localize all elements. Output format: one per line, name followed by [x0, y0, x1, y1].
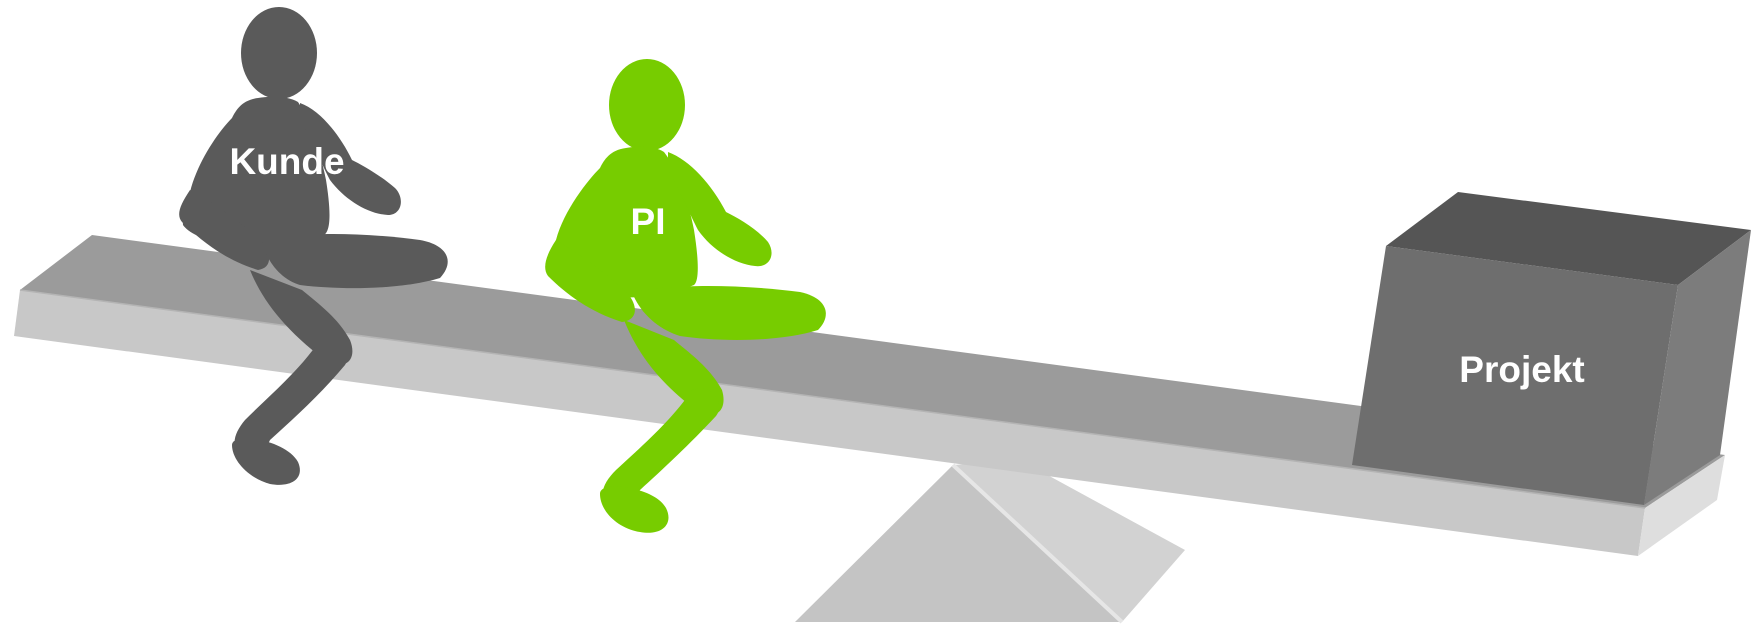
pi-figure [545, 59, 826, 533]
customer-figure [179, 7, 448, 485]
customer-label: Kunde [229, 141, 344, 182]
project-label: Projekt [1459, 349, 1584, 390]
project-box: Projekt [1352, 192, 1751, 505]
pi-label: PI [631, 201, 666, 242]
